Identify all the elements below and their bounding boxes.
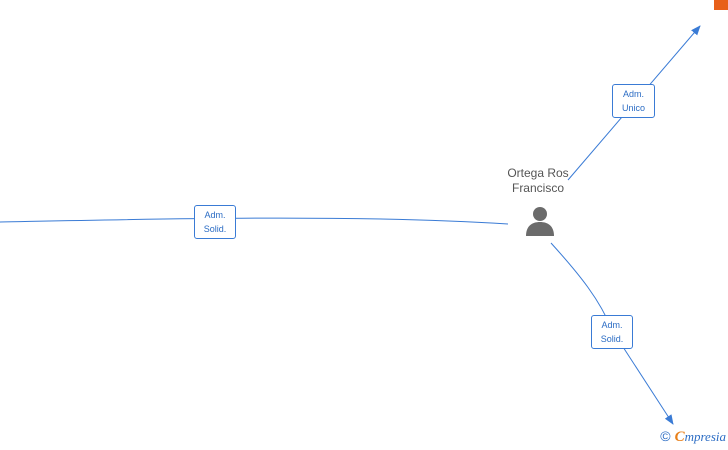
person-name[interactable]: Ortega Ros Francisco [490, 166, 586, 196]
edge-label-bottom-right-line1: Adm. [601, 320, 623, 330]
person-name-line1: Ortega Ros [507, 166, 569, 180]
edge-line-left [0, 217, 509, 225]
person-name-line2: Francisco [511, 181, 564, 195]
offscreen-company-node-icon [714, 0, 728, 10]
edge-label-left-line2: Solid. [203, 224, 227, 234]
brand-logo-text: mpresia [684, 429, 726, 444]
edge-label-top-right-line1: Adm. [622, 89, 644, 99]
brand-logo-letter: C [674, 429, 685, 445]
edge-label-left-line1: Adm. [204, 210, 226, 220]
copyright-symbol: © [660, 428, 671, 444]
edge-label-top-right-line2: Unico [621, 103, 645, 113]
brand-watermark: ©Cmpresia [660, 428, 726, 446]
edge-label-bottom-right[interactable]: Adm. Solid. [591, 315, 633, 349]
edge-label-top-right[interactable]: Adm. Unico [612, 84, 655, 118]
edge-label-bottom-right-line2: Solid. [600, 334, 624, 344]
person-icon[interactable] [526, 207, 554, 236]
edge-label-left[interactable]: Adm. Solid. [194, 205, 236, 239]
